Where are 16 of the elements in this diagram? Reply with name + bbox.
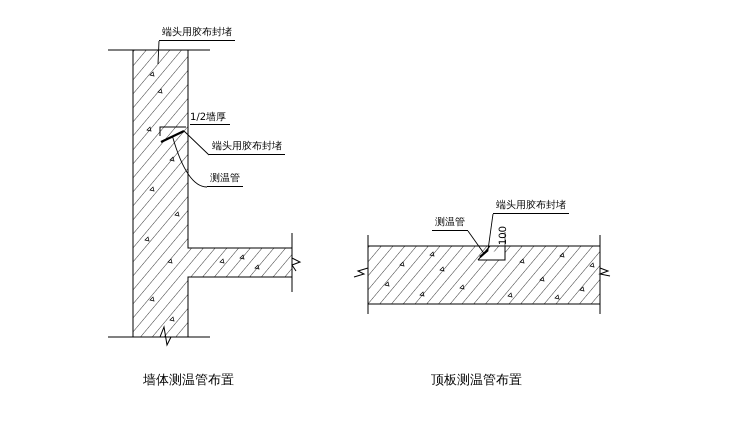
leader-line bbox=[172, 136, 208, 188]
callout-label: 端头用胶布封堵 bbox=[209, 141, 285, 155]
callout-label: 测温管 bbox=[207, 173, 243, 187]
leader-line bbox=[488, 214, 494, 250]
callout-label: 测温管 bbox=[432, 217, 468, 231]
leader-line bbox=[468, 230, 484, 254]
leader-line bbox=[158, 40, 160, 64]
temperature-pipe bbox=[160, 130, 184, 143]
dimension-label: 1/2墙厚 bbox=[190, 110, 230, 125]
figure-caption: 墙体测温管布置 bbox=[143, 372, 234, 389]
temperature-pipe bbox=[479, 249, 489, 258]
figure-caption: 顶板测温管布置 bbox=[431, 372, 522, 389]
dimension-label: 100 bbox=[498, 226, 509, 246]
callout-label: 端头用胶布封堵 bbox=[493, 200, 569, 214]
callout-label: 端头用胶布封堵 bbox=[159, 27, 235, 41]
leader-line bbox=[184, 130, 210, 156]
